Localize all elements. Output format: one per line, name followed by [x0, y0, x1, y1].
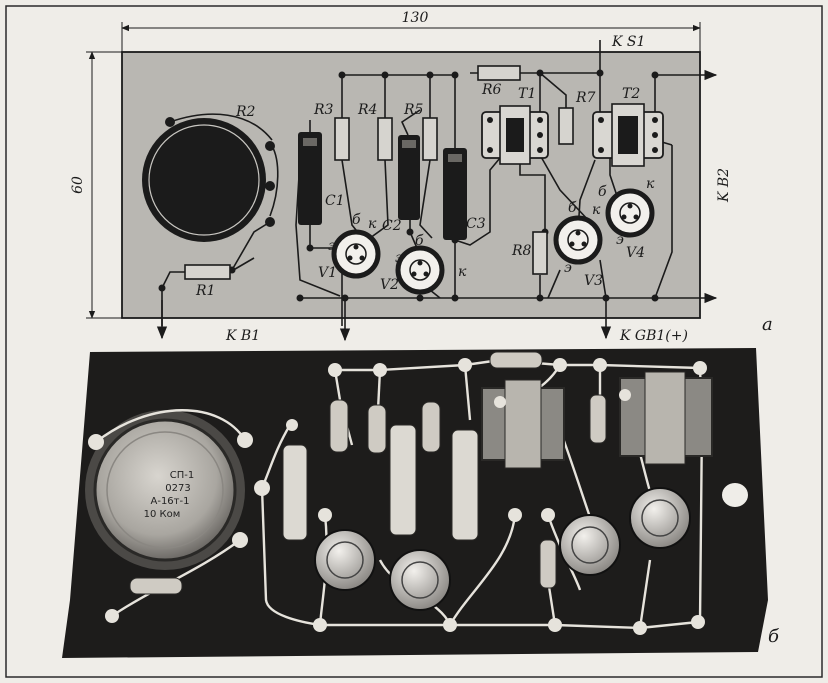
label-r4: R4 [357, 102, 377, 118]
pin-v3-base: б [568, 200, 577, 216]
label-v3: V3 [584, 273, 603, 289]
capsule-line-2: 0273 [165, 483, 190, 494]
label-kb2: K B2 [716, 168, 732, 203]
pin-v2-base: б [415, 233, 424, 249]
label-r5: R5 [403, 102, 424, 118]
pin-v3-collector: к [592, 202, 601, 218]
dimension-width-label: 130 [402, 10, 429, 26]
label-r3: R3 [313, 102, 334, 118]
capacitor-c1 [298, 132, 322, 225]
dimension-height-label: 60 [70, 176, 86, 194]
transistor-v3 [553, 215, 603, 265]
pin-v2-collector: к [458, 264, 467, 280]
label-r6: R6 [481, 82, 502, 98]
transistor-v2 [395, 245, 445, 295]
capacitor-c2 [398, 135, 420, 220]
capsule-line-4: 10 Ком [144, 509, 181, 520]
pin-v4-collector: к [646, 176, 655, 192]
page-frame [5, 5, 823, 678]
resistor-r8 [532, 231, 548, 275]
label-v2: V2 [380, 277, 399, 293]
label-v1: V1 [318, 265, 337, 281]
pin-v4-base: б [598, 184, 607, 200]
photo-transistors [314, 487, 691, 611]
capsule-line-3: А-16т-1 [151, 496, 190, 507]
pin-v1-base: б [352, 212, 361, 228]
potentiometer-r2 [142, 117, 275, 242]
mounting-hole [722, 483, 748, 507]
resistor-r7 [558, 107, 574, 145]
figure-a-layout: 130 60 [70, 10, 773, 344]
label-t1: T1 [518, 86, 536, 102]
label-t2: T2 [622, 86, 640, 102]
transistor-v1 [331, 229, 381, 279]
pin-v1-collector: к [368, 216, 377, 232]
transformer-t2 [592, 103, 664, 167]
photo-capacitors [282, 424, 479, 541]
figure-b-label: б [768, 626, 780, 647]
figure-a-label: а [762, 314, 773, 335]
label-r7: R7 [575, 90, 596, 106]
resistor-r4 [377, 117, 393, 161]
resistor-r6 [477, 65, 521, 81]
transformer-t1 [481, 105, 549, 165]
label-c1: C1 [325, 193, 345, 209]
label-ks1: K S1 [611, 34, 645, 50]
transistor-v4 [605, 188, 655, 238]
figure-b-photo: СП-1 0273 А-16т-1 10 Ком [62, 348, 780, 658]
photo-transformers [481, 371, 713, 469]
resistor-r1 [184, 264, 231, 280]
label-r8: R8 [511, 243, 532, 259]
pin-v4-emitter: э [616, 232, 624, 248]
label-kb1: K B1 [225, 328, 260, 344]
label-kgb1: K GB1(+) [619, 328, 688, 344]
label-c3: C3 [466, 216, 486, 232]
resistor-r3 [334, 117, 350, 161]
photo-solder-points [105, 358, 707, 635]
capacitor-c3 [443, 148, 467, 240]
pin-v3-emitter: э [564, 260, 572, 276]
capsule-line-1: СП-1 [170, 470, 194, 481]
resistor-r5 [422, 117, 438, 161]
photo-resistors [129, 351, 607, 595]
pin-v1-emitter: э [328, 238, 336, 254]
label-r2: R2 [235, 104, 256, 120]
label-c2: C2 [382, 218, 402, 234]
label-v4: V4 [626, 245, 645, 261]
pin-v2-emitter: э [395, 250, 403, 266]
label-r1: R1 [195, 283, 215, 299]
potentiometer-photo: СП-1 0273 А-16т-1 10 Ком [85, 410, 270, 570]
